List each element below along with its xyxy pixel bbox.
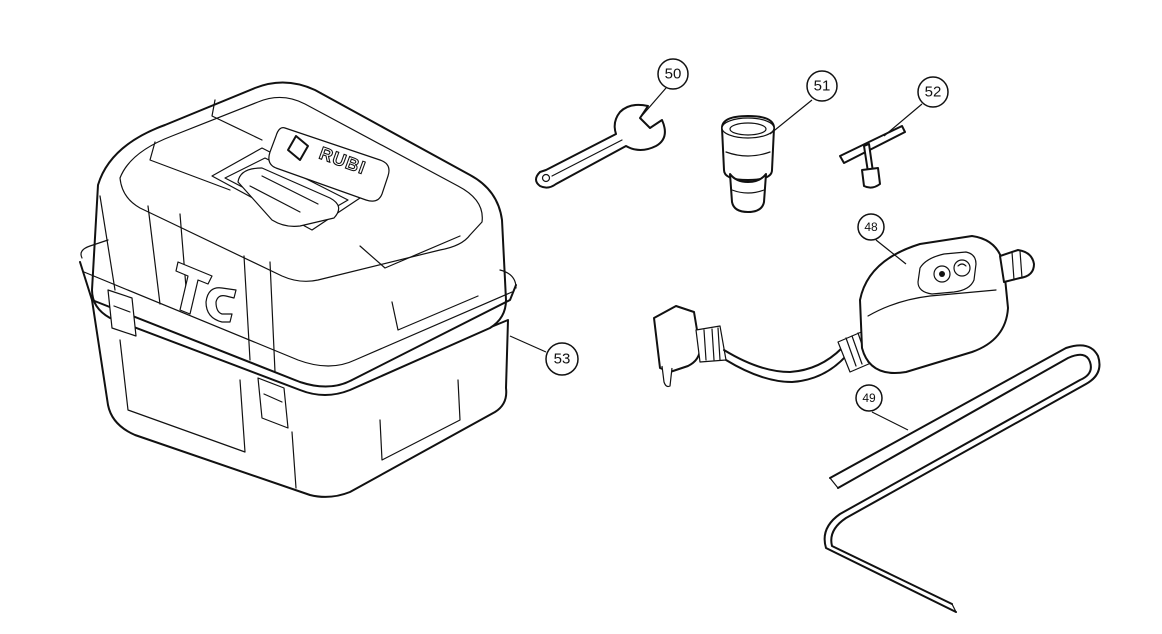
callout-49-label: 49 <box>862 391 876 405</box>
case-latch-left <box>107 289 137 337</box>
rcd-reset-button <box>953 259 971 277</box>
plug-pin <box>661 365 673 388</box>
case-tc-logo <box>175 261 237 323</box>
brand-diamond-icon <box>287 135 309 161</box>
plug-grip <box>695 325 727 363</box>
wrench-body <box>535 103 666 189</box>
carrying-case: RUBI <box>79 81 517 498</box>
callout-49: 49 <box>855 384 909 431</box>
plug-body <box>653 305 701 373</box>
t-key-bar <box>839 125 906 164</box>
t-key <box>839 125 906 189</box>
power-cable <box>723 347 843 373</box>
t-key-tip <box>861 167 881 189</box>
tube-outer <box>829 344 1101 605</box>
callout-52-label: 52 <box>925 84 942 101</box>
callout-51: 51 <box>769 70 838 135</box>
rcd-output-connector <box>999 249 1035 283</box>
water-tube <box>823 344 1101 613</box>
wrench-hole <box>541 173 551 183</box>
case-latch-right <box>257 377 289 429</box>
callout-50: 50 <box>639 58 689 119</box>
case-handle <box>237 167 340 227</box>
callout-50-label: 50 <box>665 66 682 83</box>
callout-53-label: 53 <box>554 351 571 368</box>
callout-53: 53 <box>509 335 579 376</box>
callout-48-label: 48 <box>864 220 878 234</box>
callout-48: 48 <box>857 213 907 265</box>
spanner-wrench <box>535 103 666 189</box>
socket-sleeve <box>721 115 775 213</box>
callout-51-label: 51 <box>814 78 831 95</box>
callout-52: 52 <box>883 76 949 137</box>
case-rim <box>79 261 517 388</box>
tube-inner <box>823 353 1092 613</box>
rcd-protector <box>653 235 1035 388</box>
